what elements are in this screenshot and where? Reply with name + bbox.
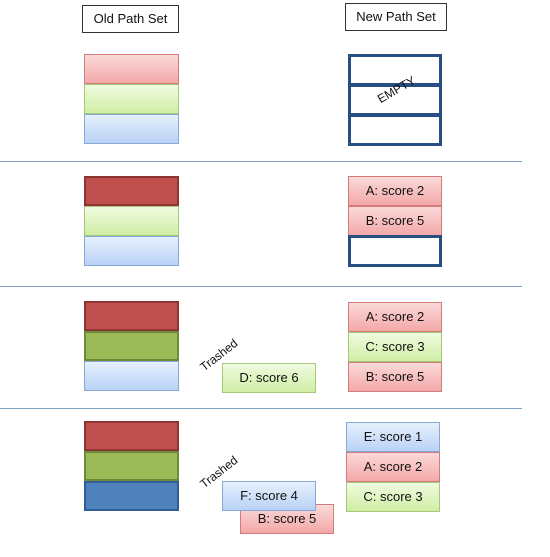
new-path-a: A: score 2: [348, 176, 442, 206]
new-path-c: C: score 3: [346, 482, 440, 512]
old-slot-2: [84, 206, 179, 236]
new-empty-slot-2: [348, 84, 442, 116]
old-path-set-header: Old Path Set: [82, 5, 179, 33]
divider-3: [0, 408, 522, 409]
old-slot-2: [84, 331, 179, 361]
divider-1: [0, 161, 522, 162]
new-path-b: B: score 5: [348, 206, 442, 236]
old-slot-1: [84, 301, 179, 331]
old-slot-2: [84, 451, 179, 481]
new-path-b: B: score 5: [348, 362, 442, 392]
new-path-a: A: score 2: [348, 302, 442, 332]
old-slot-1: [84, 176, 179, 206]
old-slot-1: [84, 54, 179, 84]
old-slot-3: [84, 481, 179, 511]
new-path-c: C: score 3: [348, 332, 442, 362]
new-empty-slot-3: [348, 114, 442, 146]
new-path-a: A: score 2: [346, 452, 440, 482]
new-path-e: E: score 1: [346, 422, 440, 452]
trashed-path-f: F: score 4: [222, 481, 316, 511]
old-slot-3: [84, 361, 179, 391]
trashed-path-d: D: score 6: [222, 363, 316, 393]
old-slot-3: [84, 236, 179, 266]
new-empty-slot: [348, 235, 442, 267]
old-slot-3: [84, 114, 179, 144]
old-slot-1: [84, 421, 179, 451]
new-path-set-header: New Path Set: [345, 3, 447, 31]
divider-2: [0, 286, 522, 287]
old-slot-2: [84, 84, 179, 114]
